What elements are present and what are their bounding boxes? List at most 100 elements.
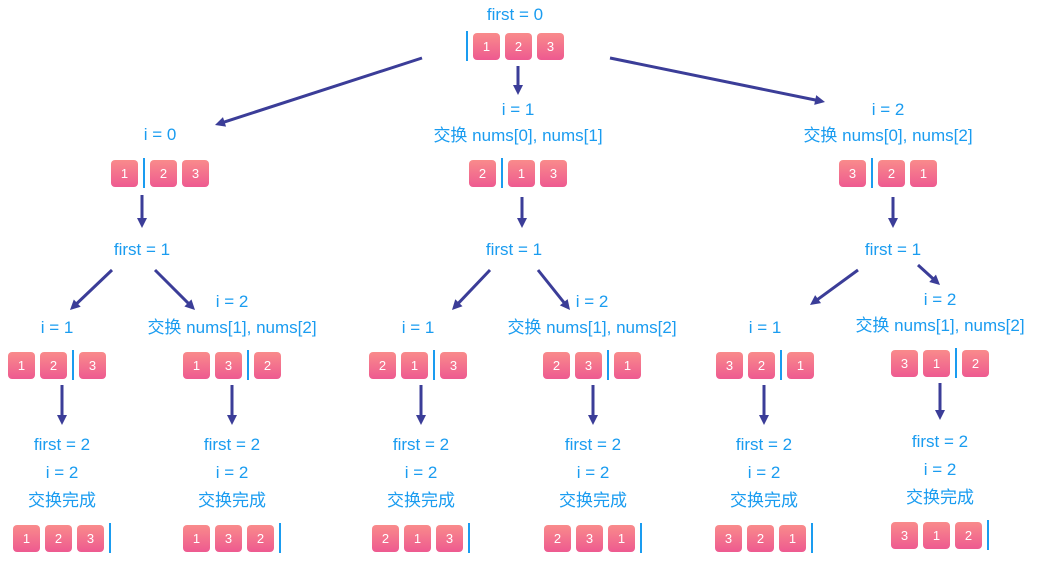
array-cell: 1 bbox=[787, 351, 814, 379]
array-cell: 2 bbox=[747, 524, 774, 552]
array-cell: 3 bbox=[436, 524, 463, 552]
node-label: i = 2 bbox=[215, 292, 249, 311]
first-divider bbox=[871, 158, 873, 188]
arrow-head-icon bbox=[517, 218, 527, 228]
array-cell: 1 bbox=[8, 351, 35, 379]
first-divider bbox=[501, 158, 503, 188]
array-cell: 1 bbox=[910, 159, 937, 187]
array-cell: 2 bbox=[372, 524, 399, 552]
array-cell: 2 bbox=[469, 159, 496, 187]
first-divider bbox=[955, 348, 957, 378]
first-divider bbox=[72, 350, 74, 380]
arrow-head-icon bbox=[184, 299, 195, 310]
arrow-head-icon bbox=[810, 295, 822, 305]
arrow-head-icon bbox=[227, 415, 237, 425]
array-cell: 3 bbox=[576, 524, 603, 552]
array-cell: 3 bbox=[540, 159, 567, 187]
array-cell: 1 bbox=[923, 349, 950, 377]
array-cell: 2 bbox=[955, 521, 982, 549]
array-cell: 3 bbox=[182, 159, 209, 187]
array-cell: 3 bbox=[77, 524, 104, 552]
arrow bbox=[759, 385, 769, 425]
node-label: i = 1 bbox=[40, 318, 74, 337]
arrow-head-icon bbox=[452, 299, 463, 310]
arrow bbox=[888, 197, 898, 228]
array-cell: 1 bbox=[779, 524, 806, 552]
node-label: 交换 nums[0], nums[2] bbox=[803, 126, 973, 145]
array-cell: 3 bbox=[891, 521, 918, 549]
node-label: first = 2 bbox=[911, 432, 969, 451]
node-label: first = 2 bbox=[392, 435, 450, 454]
first-divider bbox=[247, 350, 249, 380]
arrow-head-icon bbox=[215, 117, 227, 127]
node-label: first = 1 bbox=[485, 240, 543, 259]
node-label: i = 2 bbox=[575, 292, 609, 311]
array-cell: 3 bbox=[891, 349, 918, 377]
node-label: i = 2 bbox=[923, 460, 957, 479]
array-cell: 1 bbox=[183, 351, 210, 379]
node-label: i = 2 bbox=[45, 463, 79, 482]
arrow bbox=[227, 385, 237, 425]
arrow bbox=[810, 268, 859, 305]
arrow-head-icon bbox=[559, 299, 570, 310]
array-cell: 3 bbox=[215, 524, 242, 552]
array-cell: 1 bbox=[111, 159, 138, 187]
arrow bbox=[153, 268, 195, 310]
node-label: 交换 nums[1], nums[2] bbox=[147, 318, 317, 337]
node-label: 交换完成 bbox=[198, 491, 266, 510]
node-label: i = 0 bbox=[143, 125, 177, 144]
arrow-head-icon bbox=[814, 95, 825, 105]
arrow bbox=[935, 383, 945, 420]
arrow-head-icon bbox=[935, 410, 945, 420]
array-cell: 2 bbox=[543, 351, 570, 379]
first-divider bbox=[811, 523, 813, 553]
arrow bbox=[416, 385, 426, 425]
first-divider bbox=[607, 350, 609, 380]
node-label: first = 0 bbox=[486, 5, 544, 24]
arrow-head-icon bbox=[416, 415, 426, 425]
array-cell: 1 bbox=[13, 524, 40, 552]
arrow bbox=[517, 197, 527, 228]
arrow bbox=[588, 385, 598, 425]
arrow bbox=[215, 56, 423, 127]
node-label: i = 1 bbox=[401, 318, 435, 337]
node-label: 交换完成 bbox=[906, 488, 974, 507]
arrow bbox=[57, 385, 67, 425]
node-label: 交换完成 bbox=[730, 491, 798, 510]
array-cell: 1 bbox=[404, 524, 431, 552]
node-label: i = 2 bbox=[923, 290, 957, 309]
first-divider bbox=[640, 523, 642, 553]
array-cell: 2 bbox=[878, 159, 905, 187]
array-cell: 2 bbox=[748, 351, 775, 379]
node-label: 交换完成 bbox=[28, 491, 96, 510]
array-cell: 3 bbox=[537, 32, 564, 60]
node-label: first = 1 bbox=[864, 240, 922, 259]
array-cell: 3 bbox=[715, 524, 742, 552]
array-cell: 2 bbox=[369, 351, 396, 379]
array-cell: 3 bbox=[79, 351, 106, 379]
array-cell: 1 bbox=[473, 32, 500, 60]
node-label: i = 2 bbox=[871, 100, 905, 119]
array-cell: 1 bbox=[183, 524, 210, 552]
first-divider bbox=[143, 158, 145, 188]
arrow-head-icon bbox=[759, 415, 769, 425]
node-label: 交换 nums[1], nums[2] bbox=[507, 318, 677, 337]
array-cell: 2 bbox=[962, 349, 989, 377]
node-label: i = 1 bbox=[501, 100, 535, 119]
array-cell: 3 bbox=[440, 351, 467, 379]
node-label: first = 2 bbox=[203, 435, 261, 454]
arrow-head-icon bbox=[588, 415, 598, 425]
node-label: i = 2 bbox=[404, 463, 438, 482]
array-cell: 3 bbox=[575, 351, 602, 379]
first-divider bbox=[433, 350, 435, 380]
